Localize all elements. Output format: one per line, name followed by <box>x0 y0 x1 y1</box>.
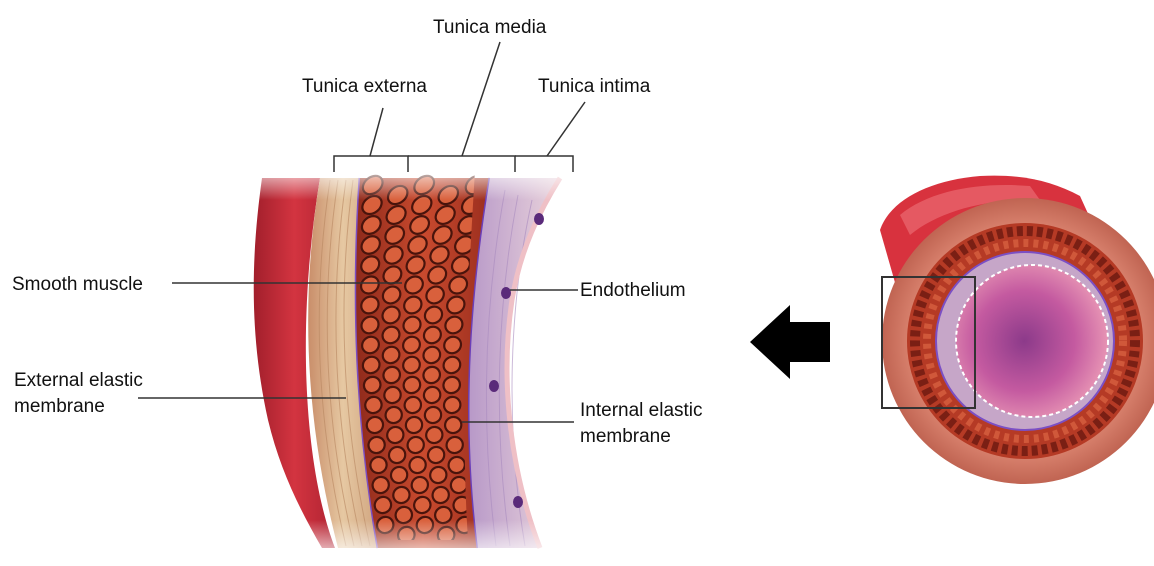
leader-media <box>462 42 500 156</box>
label-external-elastic-1: External elastic <box>14 370 143 391</box>
layer-brackets <box>334 42 585 172</box>
nucleus <box>513 496 523 508</box>
tunica-intima-layer <box>469 178 560 548</box>
left-arrow-icon <box>750 305 830 379</box>
leader-intima <box>547 102 585 156</box>
nucleus <box>534 213 544 225</box>
label-tunica-media: Tunica media <box>433 17 547 38</box>
leader-externa <box>370 108 383 156</box>
label-tunica-externa: Tunica externa <box>302 76 427 97</box>
label-external-elastic-2: membrane <box>14 396 105 417</box>
nucleus <box>501 287 511 299</box>
label-smooth-muscle: Smooth muscle <box>12 274 143 295</box>
label-internal-elastic-2: membrane <box>580 426 671 447</box>
artery-tube <box>880 176 1154 484</box>
label-internal-elastic-1: Internal elastic <box>580 400 703 421</box>
label-tunica-intima: Tunica intima <box>538 76 651 97</box>
label-endothelium: Endothelium <box>580 280 686 301</box>
bottom-fade <box>240 520 580 566</box>
wall-section <box>240 160 580 566</box>
top-fade <box>240 160 580 200</box>
nucleus <box>489 380 499 392</box>
